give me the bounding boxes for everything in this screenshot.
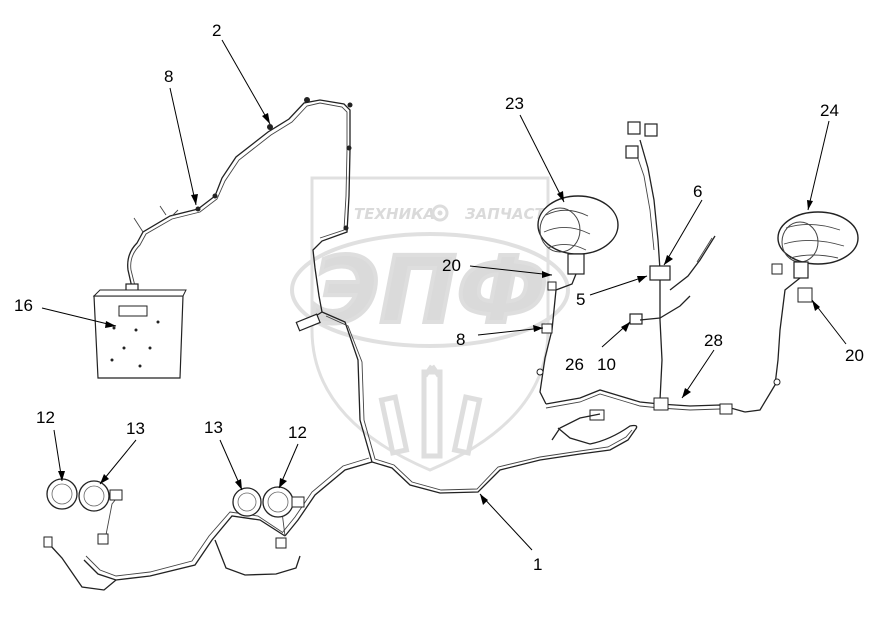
- callout-20-mid: 20: [442, 256, 461, 275]
- watermark-tagline-right: ЗАПЧАСТИ: [465, 205, 558, 223]
- main-harness: [43, 311, 638, 591]
- callout-13-left: 13: [126, 419, 145, 438]
- work-lamp-right: [744, 211, 859, 413]
- watermark-logo-letters: ЭПФ: [312, 237, 548, 344]
- callout-24: 24: [820, 101, 839, 120]
- callout-20-right: 20: [845, 346, 864, 365]
- wheat-sheaf-icon: [378, 364, 483, 459]
- callout-labels: 2 8 16 23 6 24 20 5 8 26 10 28: [14, 21, 864, 574]
- switch-harness: [545, 121, 746, 441]
- callout-16: 16: [14, 296, 33, 315]
- callout-8-top: 8: [164, 67, 173, 86]
- watermark-logo: ТЕХНИКА ЗАПЧАСТИ ЭПФ: [290, 176, 570, 472]
- watermark-tagline-left: ТЕХНИКА: [354, 205, 435, 223]
- callout-23: 23: [505, 94, 524, 113]
- callout-28: 28: [704, 331, 723, 350]
- callout-1: 1: [533, 555, 542, 574]
- callout-26: 26: [565, 355, 584, 374]
- callout-12-left: 12: [36, 408, 55, 427]
- callout-5: 5: [576, 290, 585, 309]
- mounting-plate: [92, 289, 187, 379]
- callout-13-mid: 13: [204, 418, 223, 437]
- callout-12-mid: 12: [288, 423, 307, 442]
- work-lamp-left: [536, 195, 619, 405]
- rear-lamps-right: [232, 486, 305, 518]
- rear-lamps-left: [46, 478, 123, 512]
- callout-8-mid: 8: [456, 330, 465, 349]
- callout-6: 6: [693, 182, 702, 201]
- callout-2: 2: [212, 21, 221, 40]
- callout-10: 10: [597, 355, 616, 374]
- gear-icon: [431, 204, 449, 222]
